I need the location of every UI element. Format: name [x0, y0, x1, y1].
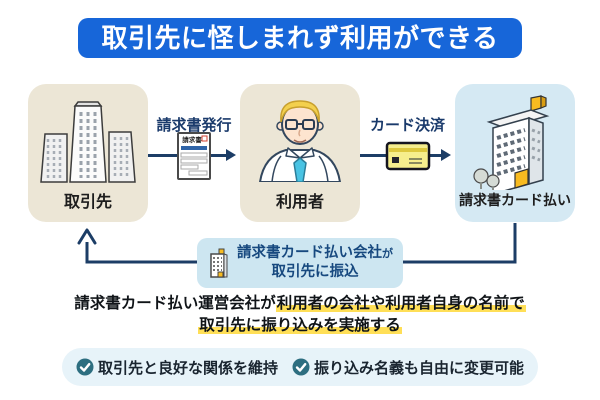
description-highlight2: 取引先に振り込みを実施する: [198, 317, 402, 334]
description-line1: 請求書カード払い運営会社が利用者の会社や利用者自身の名前で: [0, 291, 600, 313]
note-line2: 取引先に振込: [271, 264, 359, 280]
note-line1: 請求書カード払い会社: [237, 245, 382, 262]
check-circle-icon: [292, 358, 310, 376]
mini-building-icon: [210, 248, 228, 278]
entity-label-user: 利用者: [275, 194, 324, 211]
description-plain: 請求書カード払い運営会社が: [74, 295, 276, 312]
entity-card-invoice-service: 請求書カード払い: [455, 84, 575, 222]
invoice-document-icon: 請求書: [177, 132, 211, 180]
benefits-bar: 取引先と良好な関係を維持 振り込み名義も自由に変更可能: [62, 348, 538, 386]
page-title: 取引先に怪しまれず利用ができる: [101, 23, 499, 53]
person-icon: [259, 100, 341, 182]
benefit-label: 振り込み名義も自由に変更可能: [314, 359, 525, 377]
transfer-note: 請求書カード払い会社が 取引先に振込: [197, 238, 403, 288]
buildings-icon: [40, 101, 136, 183]
description-highlight1: 利用者の会社や利用者自身の名前で: [275, 295, 526, 312]
entity-label-client: 取引先: [63, 194, 112, 211]
arrow-card-label: カード決済: [369, 117, 445, 134]
credit-card-icon: [385, 141, 430, 171]
check-circle-icon: [76, 358, 94, 376]
arrow-invoice-issue: 請求書発行 請求書: [148, 112, 240, 202]
office-building-icon: [473, 95, 550, 190]
arrow-invoice-label: 請求書発行: [156, 117, 232, 134]
note-line1-suffix: が: [382, 248, 393, 261]
entity-card-user: 利用者: [240, 84, 360, 222]
benefit-item-payer-name: 振り込み名義も自由に変更可能: [292, 357, 524, 378]
arrow-card-payment: カード決済: [360, 112, 455, 202]
svg-text:請求書: 請求書: [182, 135, 202, 144]
benefit-label: 取引先と良好な関係を維持: [97, 359, 278, 377]
description-line2: 取引先に振り込みを実施する: [0, 313, 600, 335]
arrow-right-icon: [441, 149, 451, 161]
benefit-item-relationship: 取引先と良好な関係を維持: [76, 357, 278, 378]
title-banner: 取引先に怪しまれず利用ができる: [78, 18, 522, 58]
entity-label-invoice-service: 請求書カード払い: [459, 192, 571, 208]
entity-card-client: 取引先: [28, 84, 148, 222]
arrow-right-icon: [226, 149, 236, 161]
transfer-note-text: 請求書カード払い会社が 取引先に振込: [237, 244, 393, 282]
arrow-up-icon: [77, 228, 97, 245]
